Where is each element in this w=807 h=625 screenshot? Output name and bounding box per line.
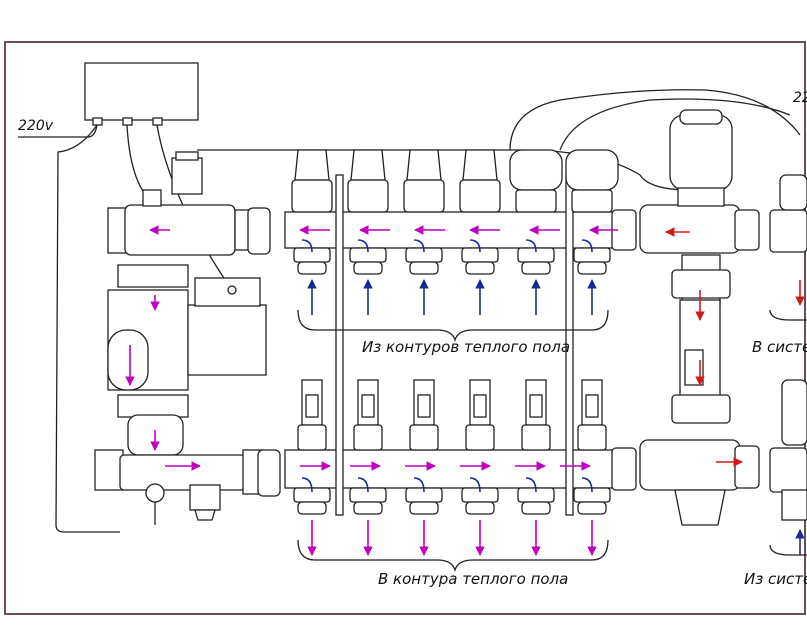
supply-outlet [293, 487, 331, 515]
mix-lower-body [119, 454, 246, 491]
label-bracket-upper [297, 309, 609, 343]
label-bracket-lower [297, 539, 609, 573]
turn-arrow-lower [469, 477, 481, 493]
turn-arrow-upper [357, 239, 369, 253]
mix-lower-connector [257, 449, 281, 497]
label-bracket-right-upper [769, 309, 807, 321]
lower-manifold-end [611, 447, 637, 491]
thermo-head [565, 149, 619, 213]
label-bracket-right-lower [769, 544, 807, 556]
controller-terminal-3 [152, 117, 163, 126]
flow-meter [353, 379, 383, 451]
mount-rail-left [335, 174, 344, 516]
label-to-system: В систе [752, 338, 807, 356]
servo-actuator [347, 149, 389, 213]
actuator-wire-2 [559, 98, 791, 151]
voltage-label-right: 22 [793, 90, 807, 106]
bypass-right-nut [734, 209, 760, 251]
pump-terminal-point [227, 285, 237, 295]
turn-arrow-upper [469, 239, 481, 253]
return-outlet [405, 247, 443, 275]
drain-valve-right [189, 484, 221, 511]
pump-union-top [117, 264, 189, 288]
signal-wire-2 [156, 124, 233, 291]
label-from-floor-loops: Из контуров теплого пола [362, 338, 571, 356]
servo-actuator [291, 149, 333, 213]
right-lower-fitting [769, 447, 807, 493]
actuator-wire-top [509, 89, 801, 151]
power-wire-loop [55, 124, 120, 533]
thermo-head [509, 149, 563, 213]
thermostat-base [677, 187, 725, 207]
supply-outlet [349, 487, 387, 515]
servo-actuator [403, 149, 445, 213]
label-from-system: Из систе [744, 570, 807, 588]
right-lower-body [781, 489, 807, 521]
right-lower-head [781, 379, 807, 446]
supply-outlet [405, 487, 443, 515]
mix-lower-fitting [94, 449, 124, 491]
mix-connector [247, 207, 271, 255]
turn-arrow-upper [413, 239, 425, 253]
right-upper-head [779, 174, 807, 211]
bypass-lower-nut [734, 445, 760, 489]
bypass-union [671, 269, 731, 299]
turn-arrow-lower [301, 477, 313, 493]
return-outlet [461, 247, 499, 275]
voltage-label-left: 220v [18, 118, 54, 134]
flow-meter [297, 379, 327, 451]
mix-upper-body [124, 204, 236, 256]
right-upper-fitting [769, 209, 807, 253]
return-outlet [349, 247, 387, 275]
return-outlet [517, 247, 555, 275]
bypass-flow-indicator [684, 349, 704, 386]
signal-wire-1 [126, 124, 151, 201]
turn-arrow-upper [525, 239, 537, 253]
controller-box [84, 62, 199, 121]
pump-terminal [194, 277, 261, 307]
turn-arrow-upper [301, 239, 313, 253]
thermostat-knob [679, 109, 723, 125]
controller-terminal-2 [122, 117, 133, 126]
flow-meter [465, 379, 495, 451]
turn-arrow-lower [581, 477, 593, 493]
label-to-floor-loops: В контура теплого пола [378, 570, 569, 588]
bypass-drain [674, 489, 726, 526]
mix-block [142, 189, 162, 207]
bypass-lower-union [671, 394, 731, 424]
pump-union-bottom [117, 394, 189, 418]
flow-meter [521, 379, 551, 451]
turn-arrow-lower [413, 477, 425, 493]
bypass-upper-fitting [639, 204, 741, 254]
turn-arrow-lower [357, 477, 369, 493]
turn-arrow-lower [525, 477, 537, 493]
turn-arrow-upper [581, 239, 593, 253]
pump-motor [187, 304, 267, 376]
supply-outlet [573, 487, 611, 515]
drain-valve-left [145, 483, 165, 503]
thermostat-head [669, 114, 733, 191]
flow-meter [409, 379, 439, 451]
bypass-lower-fitting [639, 439, 741, 491]
return-outlet [293, 247, 331, 275]
air-vent-cap [175, 151, 199, 161]
servo-actuator [459, 149, 501, 213]
outer-frame [4, 41, 806, 615]
controller-terminal-1 [92, 117, 103, 126]
pump-housing [107, 329, 149, 391]
flow-meter [577, 379, 607, 451]
air-vent [171, 157, 203, 195]
